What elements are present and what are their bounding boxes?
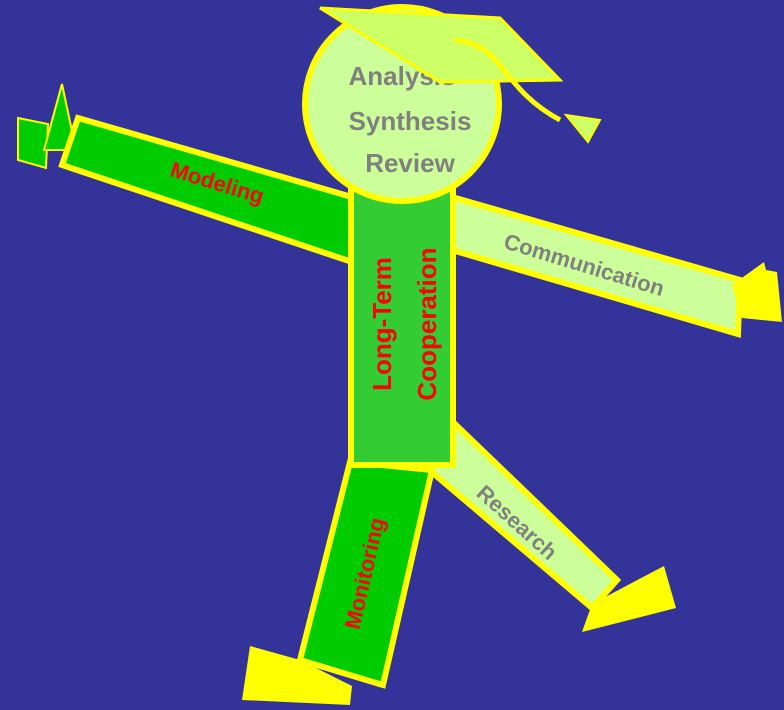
torso-label-line2: Cooperation xyxy=(412,247,442,400)
cap-tassel xyxy=(563,113,602,144)
right-hand xyxy=(732,262,782,322)
torso: Long-Term Cooperation xyxy=(348,180,456,468)
head-label-synthesis: Synthesis xyxy=(349,106,472,136)
left-arm: Modeling xyxy=(58,114,355,267)
right-arm: Communication xyxy=(449,193,744,338)
left-hand xyxy=(17,83,78,170)
head-label-review: Review xyxy=(365,148,455,178)
right-foot xyxy=(582,566,676,632)
torso-label-line1: Long-Term xyxy=(367,257,397,391)
graduation-cap xyxy=(319,6,602,144)
left-leg: Monitoring xyxy=(296,458,436,689)
left-foot xyxy=(242,646,352,705)
